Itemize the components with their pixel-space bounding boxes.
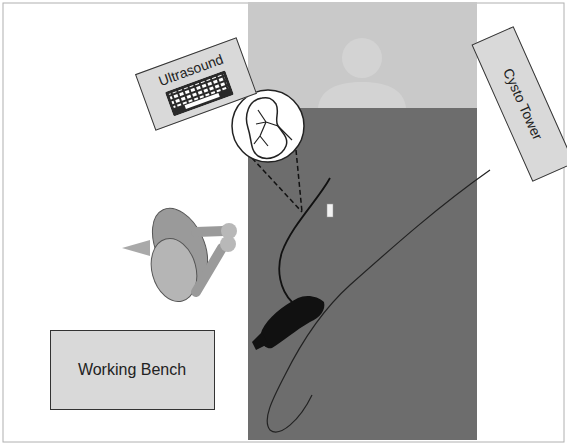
- magnifier-circle: [232, 90, 304, 162]
- frame: [3, 3, 564, 442]
- ureteroscope-shaft: [279, 178, 330, 302]
- box-label: Cysto Tower: [500, 66, 546, 143]
- cysto-tower: Cysto Tower: [471, 26, 567, 182]
- ureteroscope-eyepiece: [252, 332, 268, 350]
- ureteroscope-body: [261, 296, 325, 348]
- table-head-area: [248, 2, 477, 108]
- renal-collecting-system: [254, 110, 292, 146]
- patient-shoulders: [318, 82, 406, 108]
- box-label: Working Bench: [78, 361, 186, 379]
- patient-head: [342, 38, 382, 78]
- magnifier-leader: [296, 150, 302, 212]
- working-bench: Working Bench: [50, 330, 215, 410]
- surgeon: [122, 200, 237, 307]
- ultrasound-machine: Ultrasound: [135, 37, 257, 130]
- magnifier-leader: [252, 158, 302, 212]
- access-needle: [327, 204, 333, 217]
